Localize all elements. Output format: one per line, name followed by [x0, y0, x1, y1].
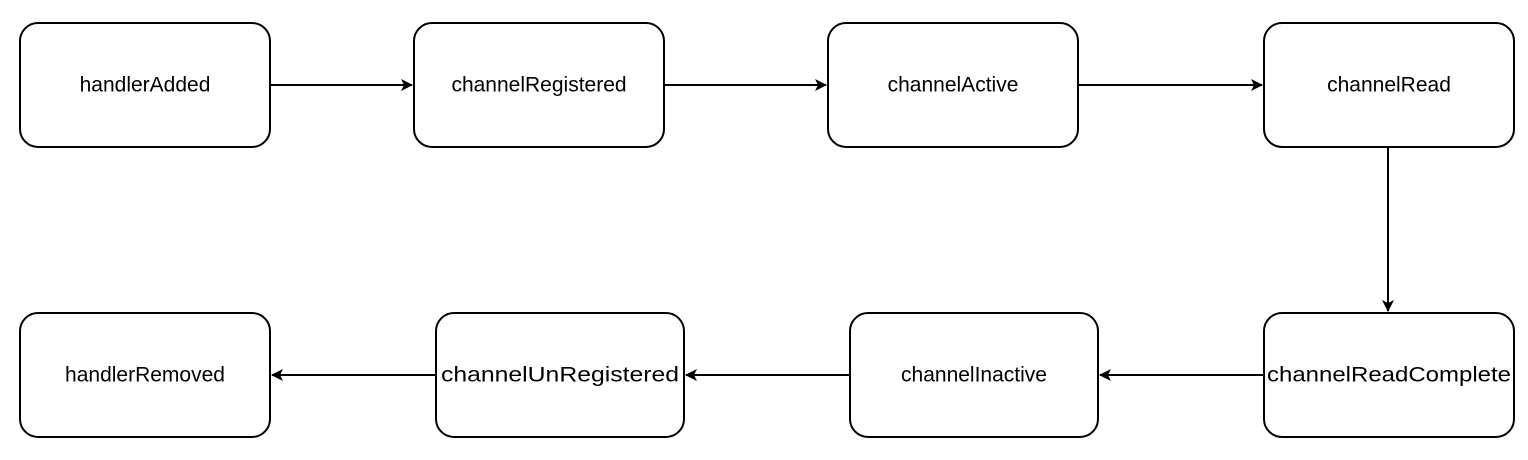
node-channelactive: channelActive: [827, 22, 1079, 148]
node-label: channelReadComplete: [1267, 364, 1511, 387]
edges: [270, 79, 1394, 381]
node-label: channelRegistered: [451, 74, 626, 97]
node-label: handlerAdded: [80, 74, 211, 97]
node-label: channelRead: [1327, 74, 1451, 97]
nodes: handlerAdded channelRegistered channelAc…: [19, 22, 1515, 438]
node-channelinactive: channelInactive: [849, 312, 1099, 438]
node-channelunregistered: channelUnRegistered: [435, 312, 685, 438]
node-label: channelUnRegistered: [441, 364, 679, 387]
node-channelread: channelRead: [1263, 22, 1515, 148]
node-channelregistered: channelRegistered: [413, 22, 665, 148]
node-channelreadcomplete: channelReadComplete: [1263, 312, 1515, 438]
node-label: channelInactive: [901, 364, 1047, 387]
node-label: handlerRemoved: [65, 364, 225, 387]
node-handlerremoved: handlerRemoved: [19, 312, 271, 438]
node-label: channelActive: [888, 74, 1019, 97]
node-handleradded: handlerAdded: [19, 22, 271, 148]
